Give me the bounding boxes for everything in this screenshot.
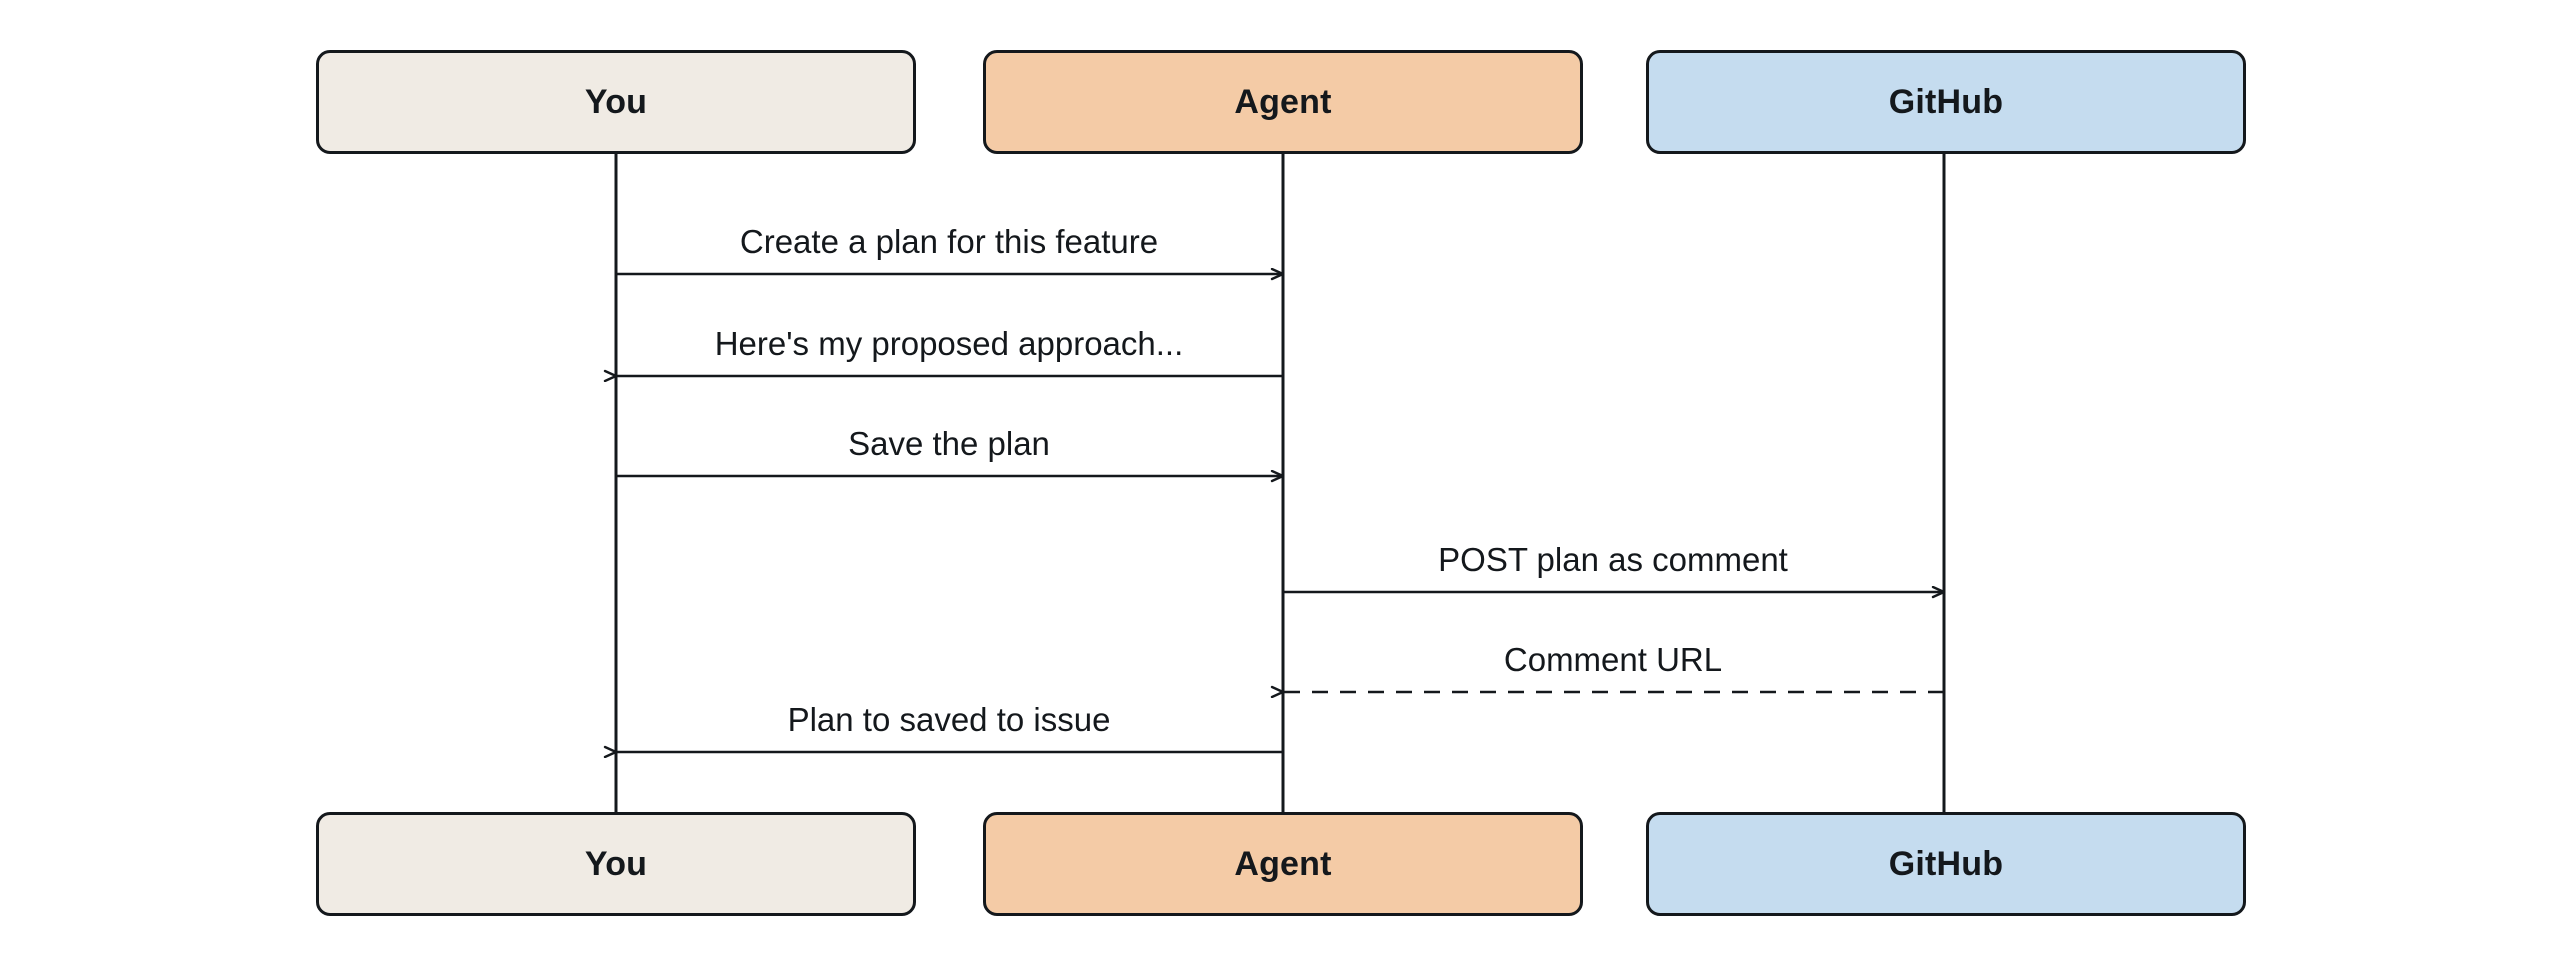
message-lines-group xyxy=(616,274,1944,752)
message-label-6: Plan to saved to issue xyxy=(787,701,1111,738)
actor-box-agent-bottom[interactable]: Agent xyxy=(983,812,1583,916)
actor-box-you-bottom[interactable]: You xyxy=(316,812,916,916)
actor-label-you-bottom: You xyxy=(584,845,648,883)
actor-box-you-top[interactable]: You xyxy=(316,50,916,154)
message-label-5: Comment URL xyxy=(1503,641,1723,678)
message-label-3: Save the plan xyxy=(848,425,1050,462)
actor-label-agent-top: Agent xyxy=(1234,83,1332,121)
message-label-1: Create a plan for this feature xyxy=(739,223,1159,260)
actor-box-agent-top[interactable]: Agent xyxy=(983,50,1583,154)
actor-label-github-bottom: GitHub xyxy=(1888,845,2004,883)
actor-box-github-top[interactable]: GitHub xyxy=(1646,50,2246,154)
message-label-4: POST plan as comment xyxy=(1438,541,1788,578)
actor-label-agent-bottom: Agent xyxy=(1234,845,1332,883)
lifelines-group xyxy=(614,154,1946,812)
actor-label-you-top: You xyxy=(584,83,648,121)
message-label-2: Here's my proposed approach... xyxy=(714,325,1184,362)
actor-label-github-top: GitHub xyxy=(1888,83,2004,121)
actor-box-github-bottom[interactable]: GitHub xyxy=(1646,812,2246,916)
